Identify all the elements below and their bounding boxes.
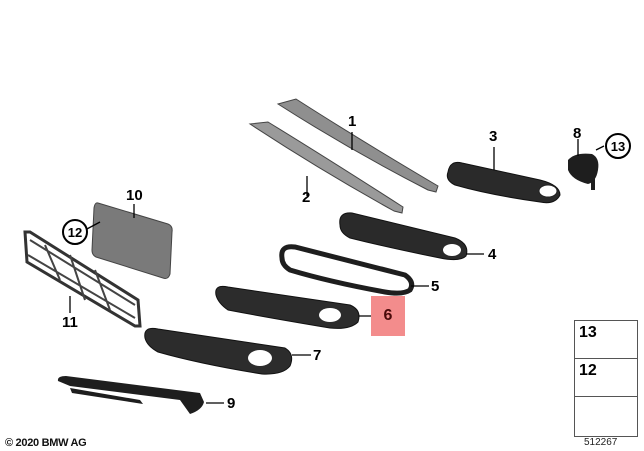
leader-lines xyxy=(69,132,605,404)
callout-2[interactable]: 2 xyxy=(302,189,311,206)
callout-6-highlighted[interactable]: 6 xyxy=(371,296,405,336)
part-3-grille[interactable] xyxy=(446,161,561,204)
callout-4[interactable]: 4 xyxy=(488,246,497,263)
copyright-text: © 2020 BMW AG xyxy=(5,437,87,449)
fastener-legend: 13 12 xyxy=(574,320,638,437)
callout-1[interactable]: 1 xyxy=(348,113,357,130)
callout-13-circled[interactable]: 13 xyxy=(605,133,631,159)
callout-5[interactable]: 5 xyxy=(431,278,440,295)
part-9-lower-strip[interactable] xyxy=(57,376,205,414)
callout-10[interactable]: 10 xyxy=(126,187,143,204)
part-2-trim-strip[interactable] xyxy=(248,121,404,214)
document-number: 512267 xyxy=(584,437,618,448)
callout-3[interactable]: 3 xyxy=(489,128,498,145)
callout-9[interactable]: 9 xyxy=(227,395,236,412)
legend-item-12[interactable]: 12 xyxy=(575,359,637,397)
part-10-plate-base[interactable] xyxy=(91,202,173,279)
part-11-plate-bracket[interactable] xyxy=(23,230,142,328)
part-5-trim-ring[interactable] xyxy=(279,244,415,296)
part-6-fog-grille[interactable] xyxy=(215,285,360,329)
callout-8[interactable]: 8 xyxy=(573,125,582,142)
part-8-cover[interactable] xyxy=(568,153,599,190)
part-4-fog-frame[interactable] xyxy=(339,212,468,261)
legend-item-13[interactable]: 13 xyxy=(575,321,637,359)
callout-7[interactable]: 7 xyxy=(313,347,322,364)
callout-6: 6 xyxy=(383,307,393,324)
legend-number: 13 xyxy=(579,324,597,341)
callout-11[interactable]: 11 xyxy=(62,314,78,331)
legend-number: 12 xyxy=(579,362,597,379)
callout-12-circled[interactable]: 12 xyxy=(62,219,88,245)
legend-item-direction xyxy=(575,397,637,435)
part-1-trim-strip[interactable] xyxy=(276,98,439,193)
part-7-fog-grille-lower[interactable] xyxy=(144,327,293,375)
